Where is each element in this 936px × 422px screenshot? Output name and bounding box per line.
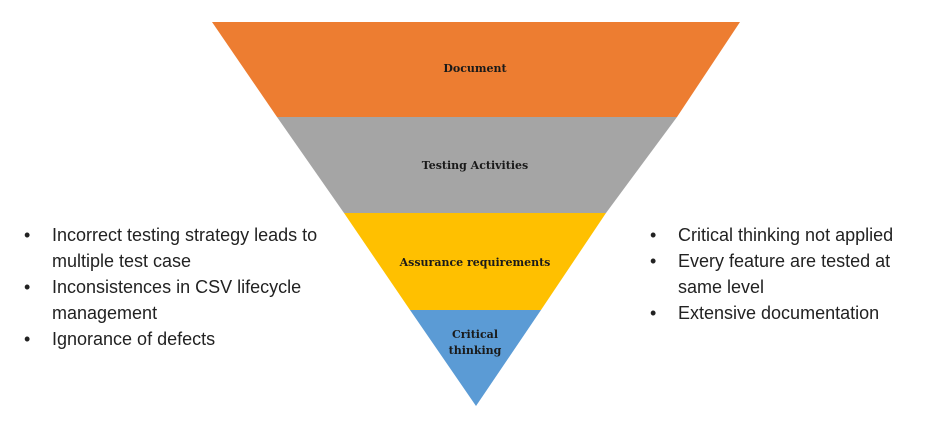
- funnel-segment-critical-thinking: [410, 310, 541, 406]
- list-item: Inconsistences in CSV lifecycle manageme…: [22, 274, 322, 326]
- list-item: Every feature are tested at same level: [648, 248, 936, 300]
- segment-label-assurance-requirements: Assurance requirements: [399, 256, 551, 269]
- list-item: Extensive documentation: [648, 300, 936, 326]
- segment-label-critical-thinking-line2: thinking: [449, 344, 502, 357]
- right-bullet-list: Critical thinking not applied Every feat…: [648, 222, 936, 326]
- list-item: Critical thinking not applied: [648, 222, 936, 248]
- segment-label-document: Document: [443, 62, 507, 75]
- left-bullet-list: Incorrect testing strategy leads to mult…: [22, 222, 322, 352]
- segment-label-critical-thinking-line1: Critical: [452, 328, 498, 341]
- list-item: Incorrect testing strategy leads to mult…: [22, 222, 322, 274]
- funnel-segment-assurance-requirements: [344, 213, 606, 310]
- segment-label-testing-activities: Testing Activities: [422, 159, 528, 172]
- funnel-segment-document: [212, 22, 740, 117]
- list-item: Ignorance of defects: [22, 326, 322, 352]
- funnel-segment-testing-activities: [277, 117, 677, 213]
